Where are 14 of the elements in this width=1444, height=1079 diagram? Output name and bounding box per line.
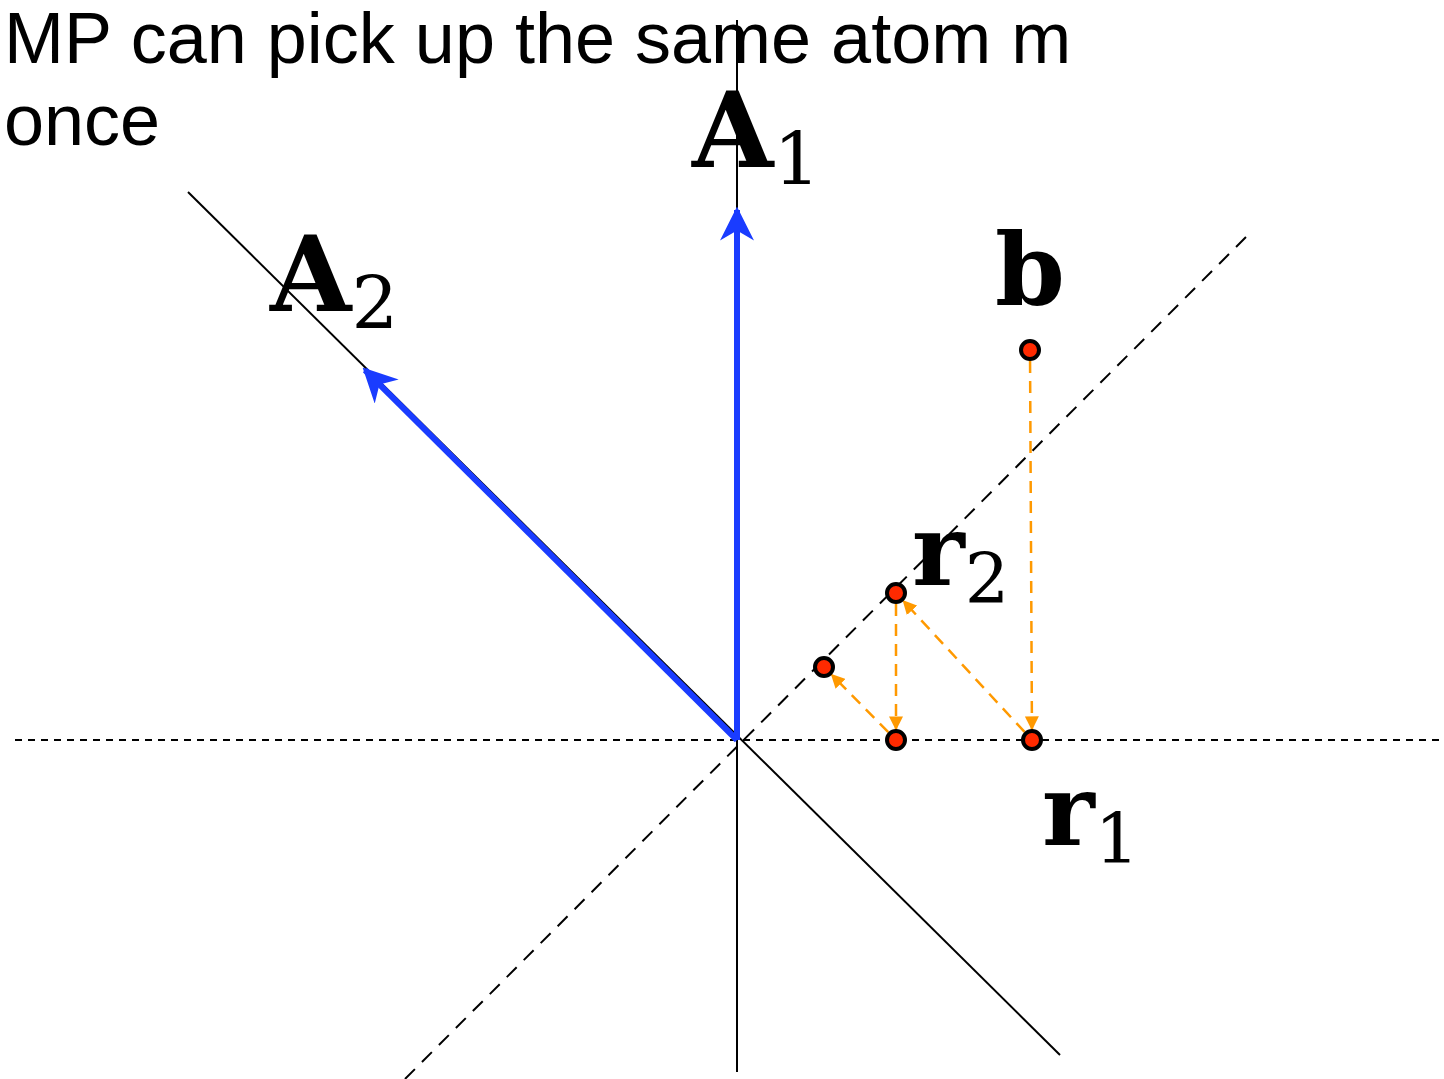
point-dot	[1019, 339, 1041, 361]
point-dot	[813, 656, 835, 678]
vector-label: A$_{2}$	[270, 222, 399, 341]
point-label: b	[995, 220, 1065, 320]
heading-text: once	[4, 84, 161, 156]
point-label: r$_{1}$	[1042, 760, 1140, 874]
dashed-arrow	[902, 600, 1026, 733]
dashed-arrow	[830, 673, 890, 734]
dashed-arrow	[889, 604, 903, 731]
point-dot	[885, 729, 907, 751]
point-dot	[1021, 729, 1043, 751]
point-label: r$_{2}$	[912, 500, 1010, 614]
point-dot	[885, 582, 907, 604]
dashed-arrow	[1024, 361, 1039, 731]
